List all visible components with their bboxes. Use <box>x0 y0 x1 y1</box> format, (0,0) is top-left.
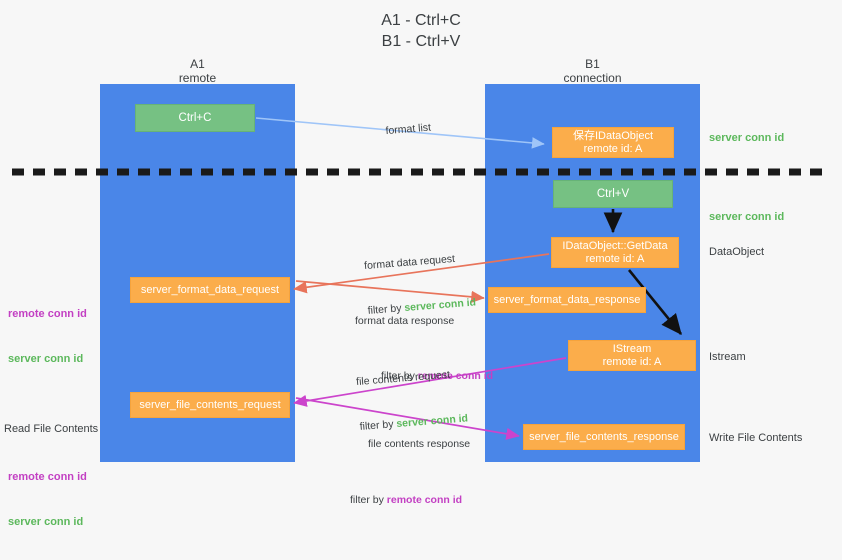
annotation-server-conn-id: server conn id <box>8 516 84 528</box>
label-file-contents-request-title: file contents request <box>355 368 451 389</box>
label-file-contents-response-title: file contents response <box>368 438 471 450</box>
annotation-remote-conn-id: remote conn id <box>8 471 87 483</box>
label-format-data-response-title: format data response <box>355 315 455 327</box>
label-format-data-request-title: format data request <box>363 252 456 273</box>
annotation-server-conn-id-top: server conn id <box>709 132 785 144</box>
arrow-format-list <box>255 117 545 149</box>
annotation-write-file-contents: Write File Contents <box>709 432 803 444</box>
remote-conn-id-text: remote conn id <box>417 370 494 382</box>
annotation-server-conn-id: server conn id <box>8 353 84 365</box>
filter-by-text: filter by <box>381 370 418 382</box>
label-file-contents-response-filter: filter by remote conn id <box>350 493 470 508</box>
box-idataobject[interactable]: 保存IDataObject remote id: A <box>552 127 674 158</box>
annotation-server-conn-id-mid: server conn id <box>709 211 785 223</box>
label-format-list-text: format list <box>385 121 432 138</box>
remote-conn-id-text: remote conn id <box>386 494 463 506</box>
label-format-data-response-filter: filter by remote conn id <box>381 369 493 384</box>
box-idataobject-getdata[interactable]: IDataObject::GetData remote id: A <box>551 237 679 268</box>
filter-by-text: filter by <box>350 494 387 506</box>
annotation-remote-conn-id: remote conn id <box>8 308 87 320</box>
arrow-format-data-request <box>293 253 550 294</box>
diagram-canvas: A1 - Ctrl+C B1 - Ctrl+V A1 remote B1 con… <box>4 12 828 528</box>
annotation-dataobject: DataObject <box>709 246 765 258</box>
box-server-file-contents-response[interactable]: server_file_contents_response <box>523 424 685 450</box>
box-istream[interactable]: IStream remote id: A <box>568 340 696 371</box>
box-ctrl-v[interactable]: Ctrl+V <box>553 180 673 208</box>
lane-header-a1: A1 remote <box>178 57 217 85</box>
annotation-read-file-contents-group: Read File Contents remote conn id server… <box>4 392 98 560</box>
arrow-file-contents-response <box>295 397 520 440</box>
box-server-file-contents-request[interactable]: server_file_contents_request <box>130 392 290 418</box>
lane-header-b1: B1 connection <box>563 57 622 85</box>
arrow-format-data-response <box>295 280 485 303</box>
box-server-format-data-request[interactable]: server_format_data_request <box>130 277 290 303</box>
label-format-list: format list <box>372 106 433 155</box>
label-format-data-response: format data response filter by remote co… <box>355 284 493 414</box>
box-server-format-data-response[interactable]: server_format_data_response <box>488 287 646 313</box>
arrow-layer <box>12 117 828 440</box>
annotation-istream: Istream <box>709 351 746 363</box>
arrow-getdata-to-istream <box>627 269 683 336</box>
arrow-file-contents-request <box>293 357 567 407</box>
box-ctrl-c[interactable]: Ctrl+C <box>135 104 255 132</box>
page-title: A1 - Ctrl+C B1 - Ctrl+V <box>381 12 461 50</box>
annotation-read-file-contents: Read File Contents <box>4 423 99 435</box>
annotation-conn-ids-upper: remote conn id server conn id <box>8 277 87 397</box>
label-file-contents-response: file contents response filter by remote … <box>350 407 471 538</box>
